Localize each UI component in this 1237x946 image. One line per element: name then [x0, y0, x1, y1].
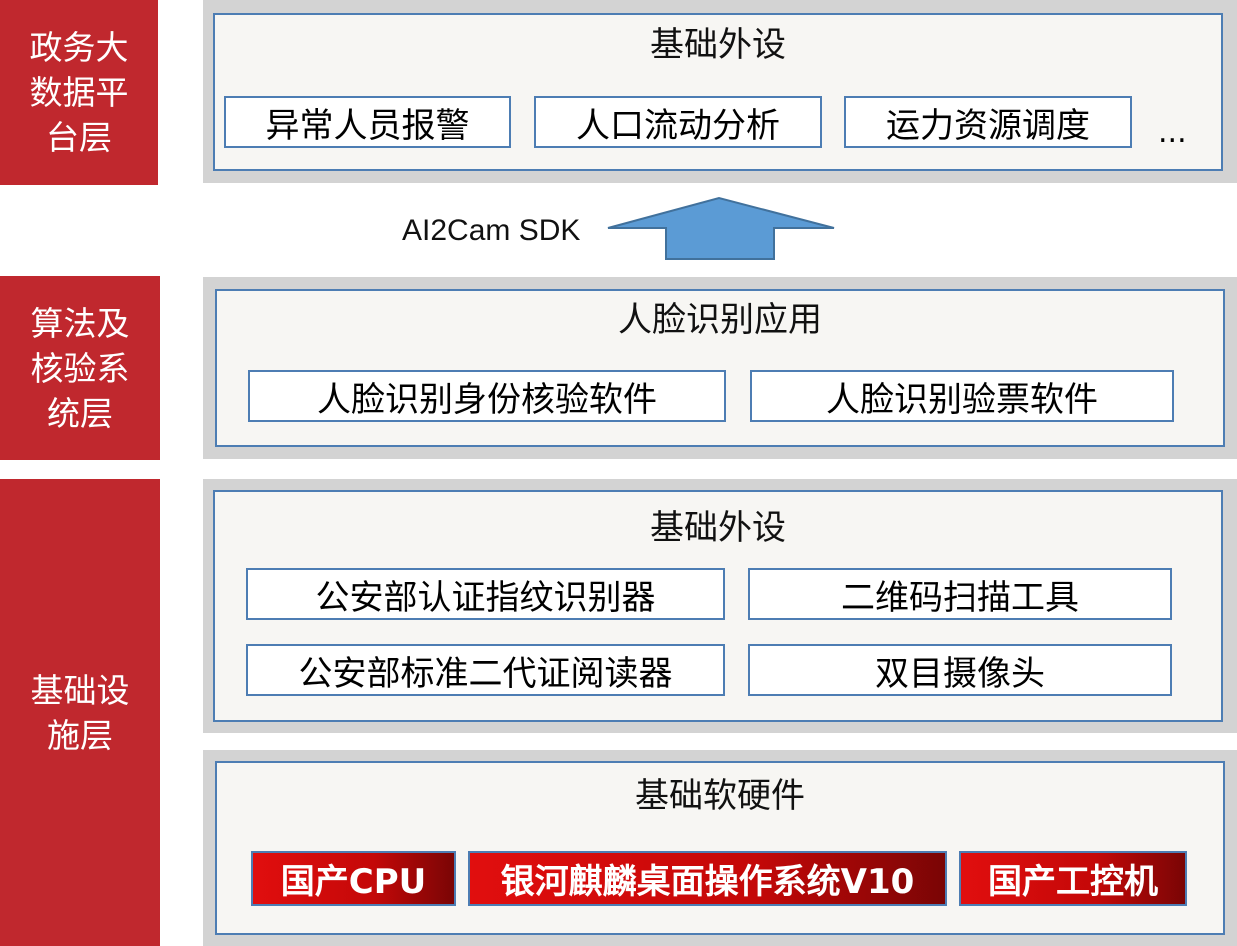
arrow-up-icon: [607, 196, 835, 260]
software-hardware-panel: [215, 761, 1225, 935]
platform-item-population-flow: 人口流动分析: [534, 96, 822, 148]
layer-label-infrastructure: 基础设施层: [0, 479, 160, 946]
layer-label-platform: 政务大数据平台层: [0, 0, 158, 185]
platform-more-ellipsis: ...: [1158, 115, 1187, 150]
peripherals-panel-title: 基础外设: [650, 508, 786, 548]
peripherals-item-id-card-reader: 公安部标准二代证阅读器: [246, 644, 725, 696]
layer-label-infrastructure-text: 基础设施层: [30, 670, 130, 755]
peripherals-item-qr-scanner: 二维码扫描工具: [748, 568, 1172, 620]
hw-item-domestic-cpu: 国产CPU: [251, 851, 456, 906]
peripherals-item-fingerprint-reader: 公安部认证指纹识别器: [246, 568, 725, 620]
algorithm-item-ticket-verification: 人脸识别验票软件: [750, 370, 1174, 422]
sdk-label: AI2Cam SDK: [402, 214, 581, 247]
software-hardware-panel-title: 基础软硬件: [635, 776, 805, 816]
algorithm-item-identity-verification: 人脸识别身份核验软件: [248, 370, 726, 422]
platform-panel-title: 基础外设: [650, 25, 786, 65]
platform-item-transport-dispatch: 运力资源调度: [844, 96, 1132, 148]
peripherals-item-binocular-camera: 双目摄像头: [748, 644, 1172, 696]
hw-item-kylin-os: 银河麒麟桌面操作系统V10: [468, 851, 947, 906]
layer-label-algorithm: 算法及核验系统层: [0, 276, 160, 460]
layer-label-platform-text: 政务大数据平台层: [29, 28, 129, 157]
layer-label-algorithm-text: 算法及核验系统层: [30, 303, 130, 433]
hw-item-industrial-pc: 国产工控机: [959, 851, 1187, 906]
platform-item-abnormal-alarm: 异常人员报警: [224, 96, 511, 148]
algorithm-panel-title: 人脸识别应用: [618, 300, 822, 340]
